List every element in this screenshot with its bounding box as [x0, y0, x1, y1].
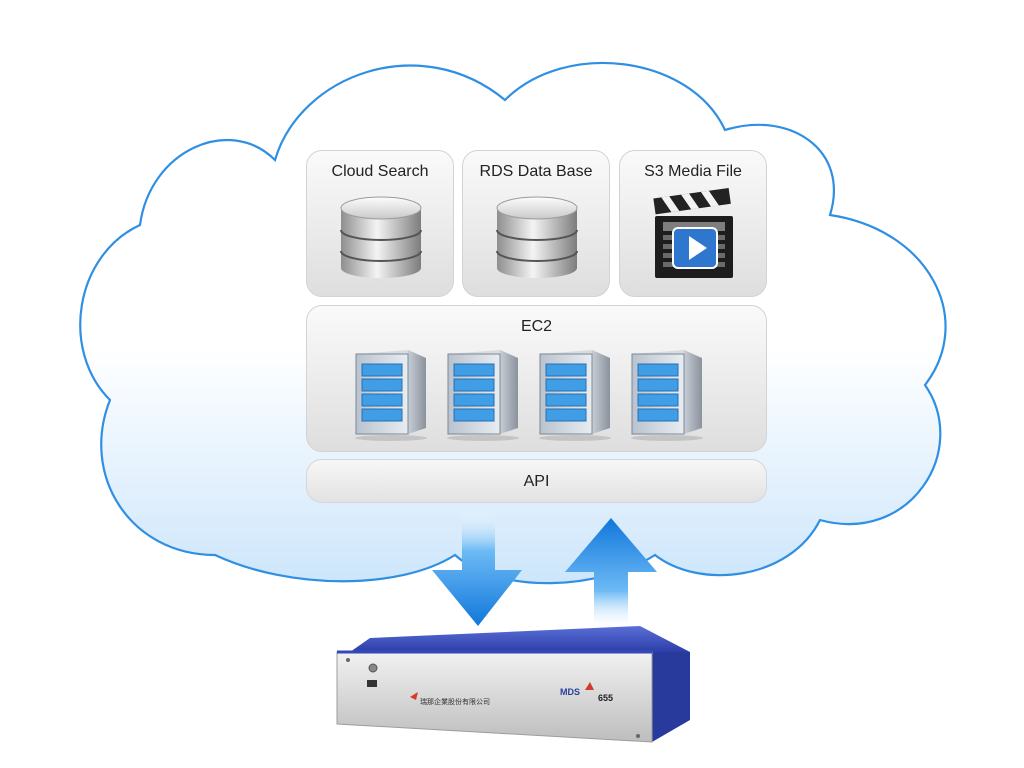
service-panel-cloud-search: Cloud Search	[306, 150, 454, 297]
hardware-appliance-icon: 瑞那企業股份有限公司 MDS 655	[336, 626, 690, 743]
service-panel-rds-database: RDS Data Base	[462, 150, 610, 297]
ec2-label: EC2	[520, 318, 553, 335]
service-panel-s3-media-file: S3 Media File	[619, 150, 767, 297]
service-panel-label: S3 Media File	[644, 163, 742, 180]
api-bar: API	[306, 459, 767, 503]
ec2-panel: EC2	[306, 305, 767, 452]
arrow-up-icon	[565, 518, 657, 630]
device-model-number: 655	[598, 693, 613, 703]
arrow-down-icon	[432, 510, 522, 626]
api-label: API	[523, 473, 550, 490]
device-model-text: MDS	[560, 687, 580, 697]
service-panel-label: RDS Data Base	[479, 163, 593, 180]
device-vendor-text: 瑞那企業股份有限公司	[420, 697, 490, 706]
service-panel-label: Cloud Search	[331, 163, 429, 180]
